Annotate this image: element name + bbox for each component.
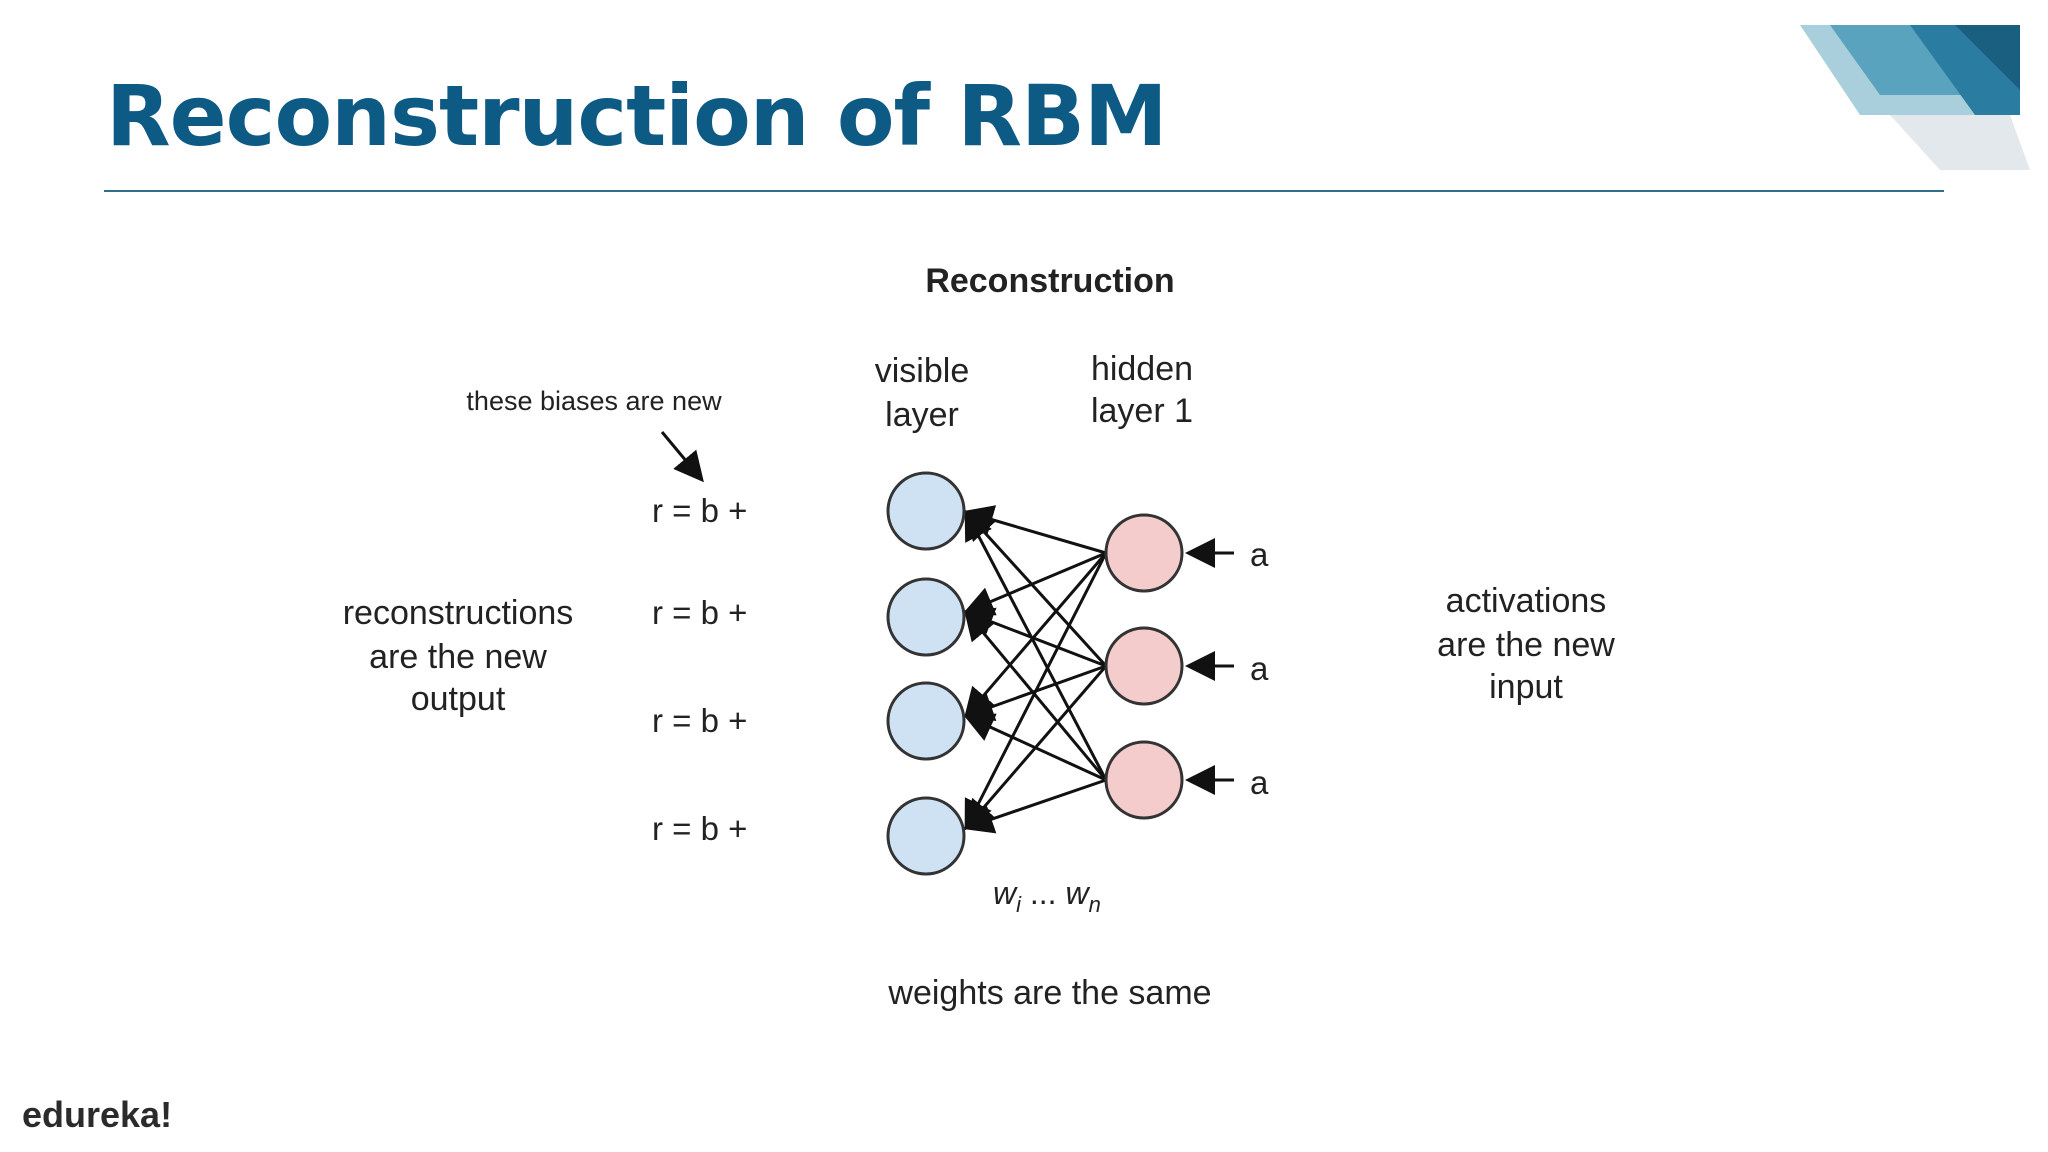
activation-label-3: a: [1250, 764, 1269, 801]
biases-note: these biases are new: [466, 386, 722, 416]
weight-last: w: [1065, 875, 1090, 911]
weight-edge: [963, 505, 1107, 555]
activation-label-2: a: [1250, 650, 1269, 687]
right-note-line3: input: [1489, 668, 1563, 706]
weight-first-sub: i: [1016, 892, 1022, 917]
diagram-heading: Reconstruction: [925, 262, 1174, 300]
weight-first: w: [993, 875, 1018, 911]
visible-layer-label-line1: visible: [875, 352, 969, 390]
reconstruction-eq-2: r = b +: [652, 594, 747, 631]
hidden-node: [1104, 740, 1184, 820]
visible-node: [886, 796, 966, 876]
corner-decoration: [1800, 25, 2030, 170]
visible-node: [886, 577, 966, 657]
weight-edge: [964, 609, 1108, 781]
visible-node: [886, 471, 966, 551]
weight-ellipsis: ...: [1021, 875, 1065, 911]
slide-title: Reconstruction of RBM: [106, 67, 1168, 165]
reconstruction-eq-1: r = b +: [652, 492, 747, 529]
title-divider: [104, 190, 1944, 192]
weight-edge: [963, 551, 1107, 616]
right-note-line1: activations: [1446, 582, 1607, 620]
weight-connections: [963, 505, 1108, 834]
hidden-node: [1104, 626, 1184, 706]
weight-edge: [963, 713, 1107, 782]
brand-logo-text: edureka!: [22, 1094, 173, 1135]
biases-arrow: [660, 431, 704, 483]
left-note-line3: output: [411, 680, 506, 718]
hidden-node: [1104, 513, 1184, 593]
right-note-line2: are the new: [1437, 626, 1615, 664]
weights-symbol: wi ... wn: [993, 875, 1101, 917]
left-note-line1: reconstructions: [343, 594, 574, 632]
activation-label-1: a: [1250, 536, 1269, 573]
hidden-layer-label-line1: hidden: [1091, 350, 1193, 388]
weight-edge: [964, 509, 1108, 781]
reconstruction-eq-4: r = b +: [652, 810, 747, 847]
left-note-line2: are the new: [369, 638, 547, 676]
hidden-layer-label-line2: layer 1: [1091, 392, 1193, 430]
visible-node: [886, 681, 966, 761]
reconstruction-eq-3: r = b +: [652, 702, 747, 739]
weight-edge: [963, 664, 1107, 722]
weight-last-sub: n: [1089, 892, 1101, 917]
visible-layer-label-line2: layer: [885, 396, 959, 434]
weights-note: weights are the same: [887, 974, 1211, 1012]
weight-edge: [963, 778, 1107, 834]
weight-edge: [964, 552, 1108, 719]
